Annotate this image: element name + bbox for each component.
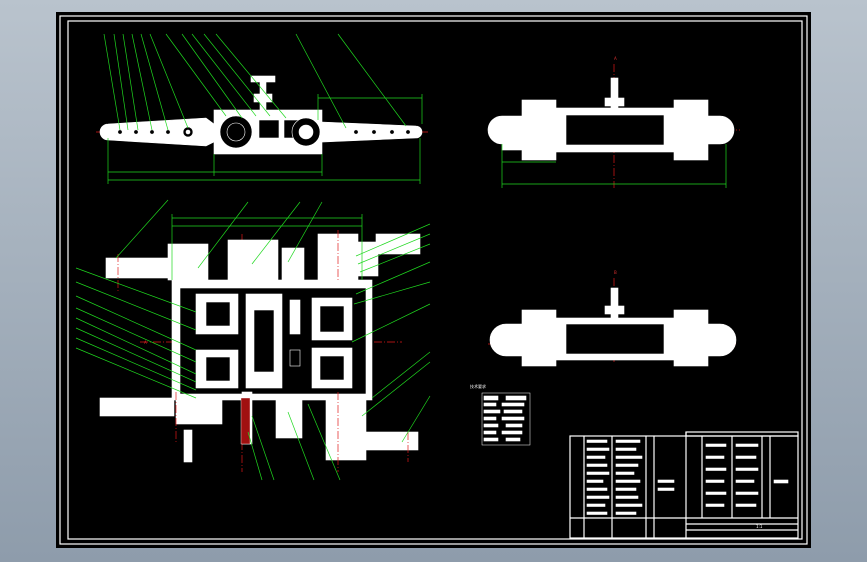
drawing-sheet: A B A bbox=[56, 12, 811, 548]
scale-text: 1:1 bbox=[756, 524, 763, 529]
upper-left-arm bbox=[105, 257, 177, 279]
view-b: B bbox=[488, 270, 737, 367]
upper-right-arm bbox=[375, 233, 421, 255]
notes-title: 技术要求 bbox=[470, 383, 486, 389]
left-arm bbox=[99, 117, 215, 147]
cad-drawing: A B A bbox=[59, 15, 808, 545]
gear-section bbox=[240, 397, 251, 445]
front-view bbox=[96, 33, 428, 184]
parts-list-rows bbox=[586, 439, 789, 515]
section-label: A bbox=[144, 340, 147, 345]
view-a: A bbox=[487, 56, 740, 188]
outer-frame bbox=[59, 15, 808, 545]
lower-left-arm bbox=[99, 397, 175, 417]
inner-frame bbox=[67, 20, 803, 540]
title-block: 1:1 bbox=[569, 431, 799, 539]
view-b-label: B bbox=[614, 270, 617, 275]
view-a-label: A bbox=[614, 56, 617, 61]
technical-notes: 技术要求 bbox=[470, 383, 531, 446]
plan-section-view: A bbox=[75, 199, 431, 481]
